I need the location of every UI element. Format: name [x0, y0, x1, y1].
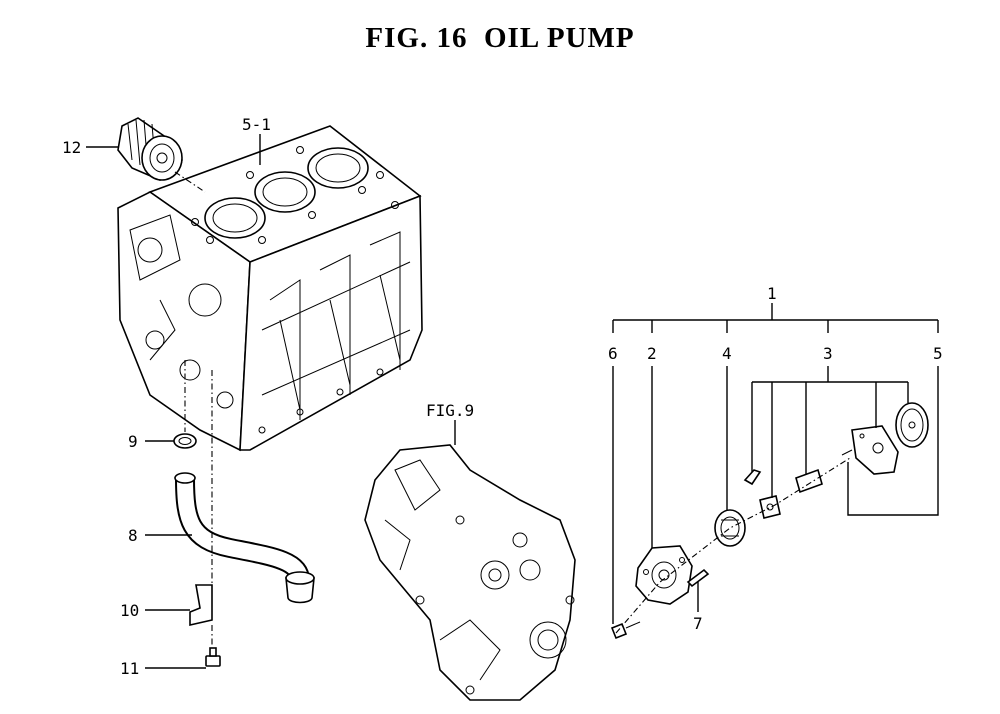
- callout-5-1: 5-1: [242, 115, 271, 134]
- cylinder-block: [117, 125, 423, 452]
- bracket-bolt: [205, 647, 221, 667]
- drive-pin: [743, 469, 762, 486]
- pipe-bracket: [189, 584, 213, 627]
- callout-11: 11: [120, 659, 139, 678]
- callout-fig9: FIG.9: [426, 401, 474, 420]
- callout-5: 5: [933, 344, 943, 363]
- callout-12: 12: [62, 138, 81, 157]
- pump-cover: [841, 425, 899, 475]
- oil-pump-housing: [635, 545, 693, 605]
- figure-title: FIG. 16 OIL PUMP: [365, 22, 635, 54]
- callout-7: 7: [693, 614, 703, 633]
- pump-shaft: [795, 468, 823, 494]
- pump-stud: [686, 568, 710, 588]
- callout-8: 8: [128, 526, 138, 545]
- outer-rotor: [714, 509, 746, 547]
- pump-drive-gear: [895, 402, 929, 448]
- callout-4: 4: [722, 344, 732, 363]
- callout-10: 10: [120, 601, 139, 620]
- callout-3: 3: [823, 344, 833, 363]
- oil-suction-pipe: [174, 472, 315, 604]
- o-ring: [173, 433, 197, 449]
- callout-2: 2: [647, 344, 657, 363]
- inner-rotor: [759, 495, 781, 519]
- pump-bolt: [610, 621, 641, 640]
- gear-case: [364, 444, 576, 701]
- callout-1: 1: [767, 284, 777, 303]
- oil-filter: [117, 117, 206, 193]
- callout-9: 9: [128, 432, 138, 451]
- callout-6: 6: [608, 344, 618, 363]
